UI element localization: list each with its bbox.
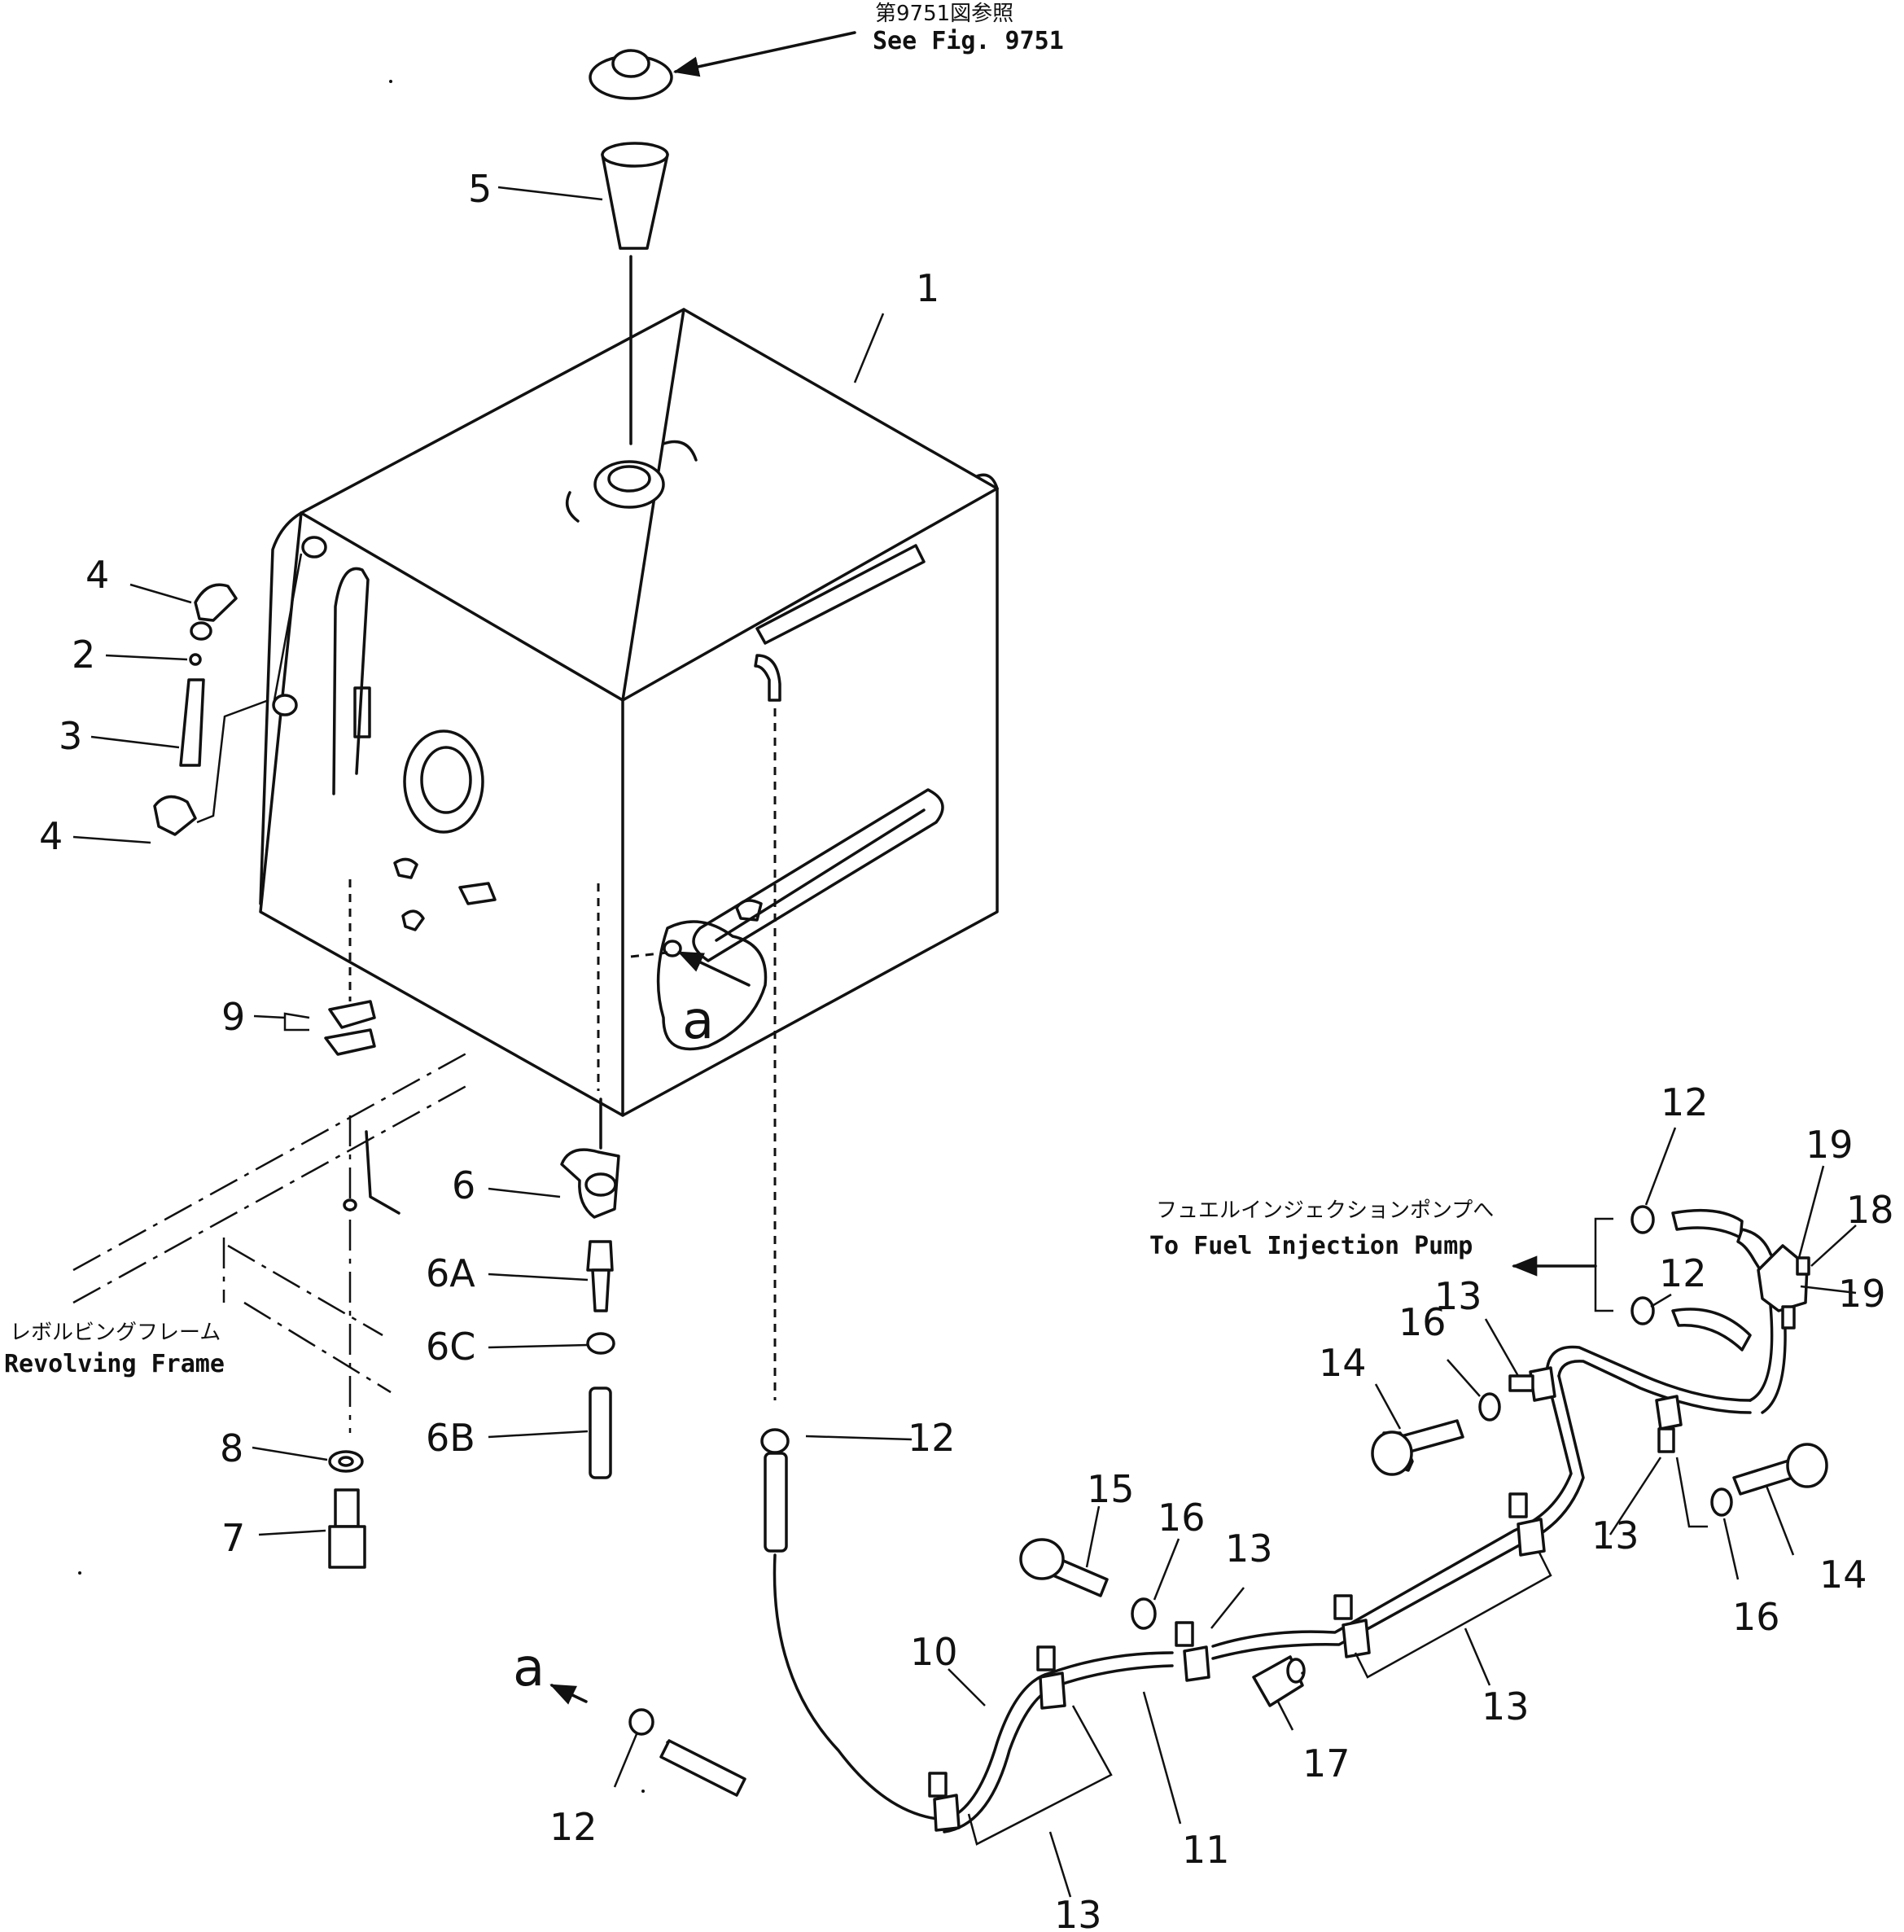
frame-label-jp: レボルビングフレーム — [10, 1321, 221, 1345]
part-number-5: 5 — [468, 167, 492, 211]
part-number-17: 17 — [1302, 1741, 1350, 1785]
part-number-13-mid: 13 — [1225, 1527, 1273, 1571]
part-number-19-upper: 19 — [1806, 1123, 1854, 1167]
part-number-13-upper: 13 — [1434, 1274, 1482, 1318]
filler-cap — [589, 31, 856, 100]
pump-label-jp: フュエルインジェクションポンプへ — [1156, 1198, 1494, 1223]
pipe-clamps-13 — [928, 1366, 1683, 1832]
part-number-12-second: 12 — [1659, 1251, 1707, 1295]
pump-label-en: To Fuel Injection Pump — [1149, 1232, 1473, 1260]
gauge-fittings — [153, 583, 269, 836]
part-number-16-lower: 16 — [1732, 1595, 1780, 1639]
filler-neck — [593, 460, 665, 509]
part-number-18: 18 — [1846, 1188, 1894, 1232]
part-number-3: 3 — [59, 714, 82, 758]
part-number-12-lower: 12 — [549, 1805, 597, 1849]
part-number-7: 7 — [221, 1516, 245, 1560]
washer-16-mid — [1131, 1597, 1157, 1630]
washer-16-upper — [1478, 1392, 1501, 1422]
clip-9 — [283, 879, 376, 1056]
part-number-14-right: 14 — [1819, 1553, 1867, 1597]
return-hose-line — [666, 654, 946, 1821]
part-number-2: 2 — [72, 633, 95, 677]
part-number-4-lower: 4 — [39, 814, 63, 858]
drain-valve-6 — [560, 883, 620, 1219]
part-number-6c: 6C — [426, 1325, 475, 1369]
part-number-11: 11 — [1182, 1828, 1230, 1872]
part-number-16-upper: 16 — [1398, 1300, 1447, 1344]
arrow-label-a: a — [513, 1638, 545, 1698]
part-number-4-upper: 4 — [85, 553, 109, 597]
part-number-16-mid: 16 — [1158, 1496, 1206, 1540]
part-number-15: 15 — [1087, 1467, 1135, 1511]
washer-8 — [328, 1450, 364, 1473]
part-number-19-lower: 19 — [1838, 1272, 1886, 1316]
pump-feed-hoses — [1511, 1205, 1810, 1352]
bolt-7 — [328, 1488, 366, 1569]
hose-6b — [589, 1387, 612, 1479]
clamp-6c — [586, 1332, 615, 1355]
fuel-tank: a — [259, 308, 999, 1117]
detail-letter-a: a — [682, 991, 714, 1051]
bolts-and-washers — [1019, 1392, 1828, 1707]
fig-ref-jp: 第9751図参照 — [875, 2, 1013, 26]
top-bracket — [755, 544, 926, 645]
part-number-10: 10 — [910, 1630, 958, 1674]
strainer-5 — [601, 142, 669, 445]
part-number-6a: 6A — [426, 1251, 475, 1295]
part-number-6: 6 — [452, 1163, 475, 1207]
side-handle — [332, 567, 370, 795]
washer-16-lower — [1710, 1487, 1733, 1517]
fig-ref-en: See Fig. 9751 — [873, 27, 1064, 55]
revolving-frame — [72, 1049, 473, 1433]
part-number-6b: 6B — [426, 1416, 475, 1460]
leader-lines — [72, 186, 1857, 1898]
part-number-13-right: 13 — [1482, 1684, 1530, 1728]
part-number-13-bottom: 13 — [1054, 1893, 1102, 1932]
fuel-filter-18 — [1757, 1244, 1809, 1312]
part-number-14-left: 14 — [1319, 1341, 1367, 1385]
part-number-1: 1 — [916, 266, 939, 310]
part-number-9: 9 — [221, 995, 245, 1039]
part-number-8: 8 — [220, 1426, 243, 1470]
drain-cock-6a — [586, 1240, 614, 1312]
lower-hose-and-clamp: a — [513, 1638, 746, 1797]
part-number-12-top: 12 — [1661, 1080, 1709, 1124]
frame-label-en: Revolving Frame — [4, 1350, 225, 1378]
part-number-13-lower-right: 13 — [1591, 1514, 1639, 1557]
part-number-12-mid: 12 — [908, 1416, 956, 1460]
detail-a-area — [656, 920, 768, 1051]
